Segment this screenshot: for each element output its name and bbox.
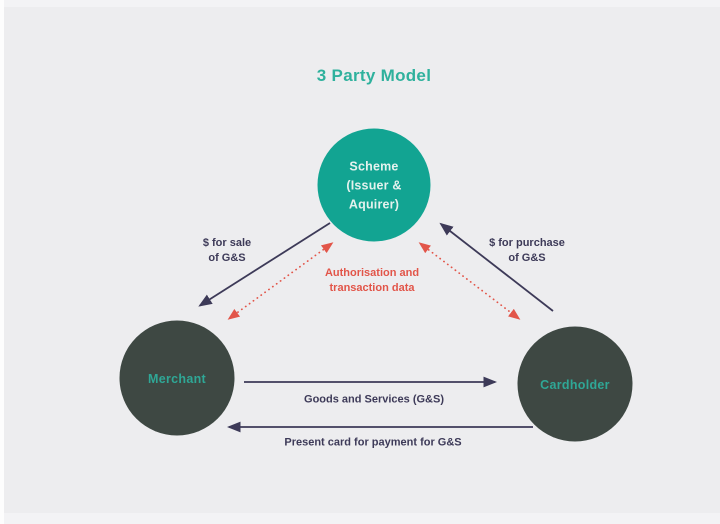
top-edge-band [0, 0, 720, 7]
merchant-circle [119, 320, 235, 436]
arrow-purchase-cardholder-to-scheme [439, 222, 554, 312]
scheme-circle [317, 128, 431, 242]
cardholder-circle [517, 326, 633, 442]
dotted-arrow-authorisation-right [418, 242, 521, 320]
bottom-edge-band [0, 513, 720, 524]
left-edge-strip [0, 0, 4, 524]
dotted-arrow-authorisation-left [227, 242, 334, 320]
